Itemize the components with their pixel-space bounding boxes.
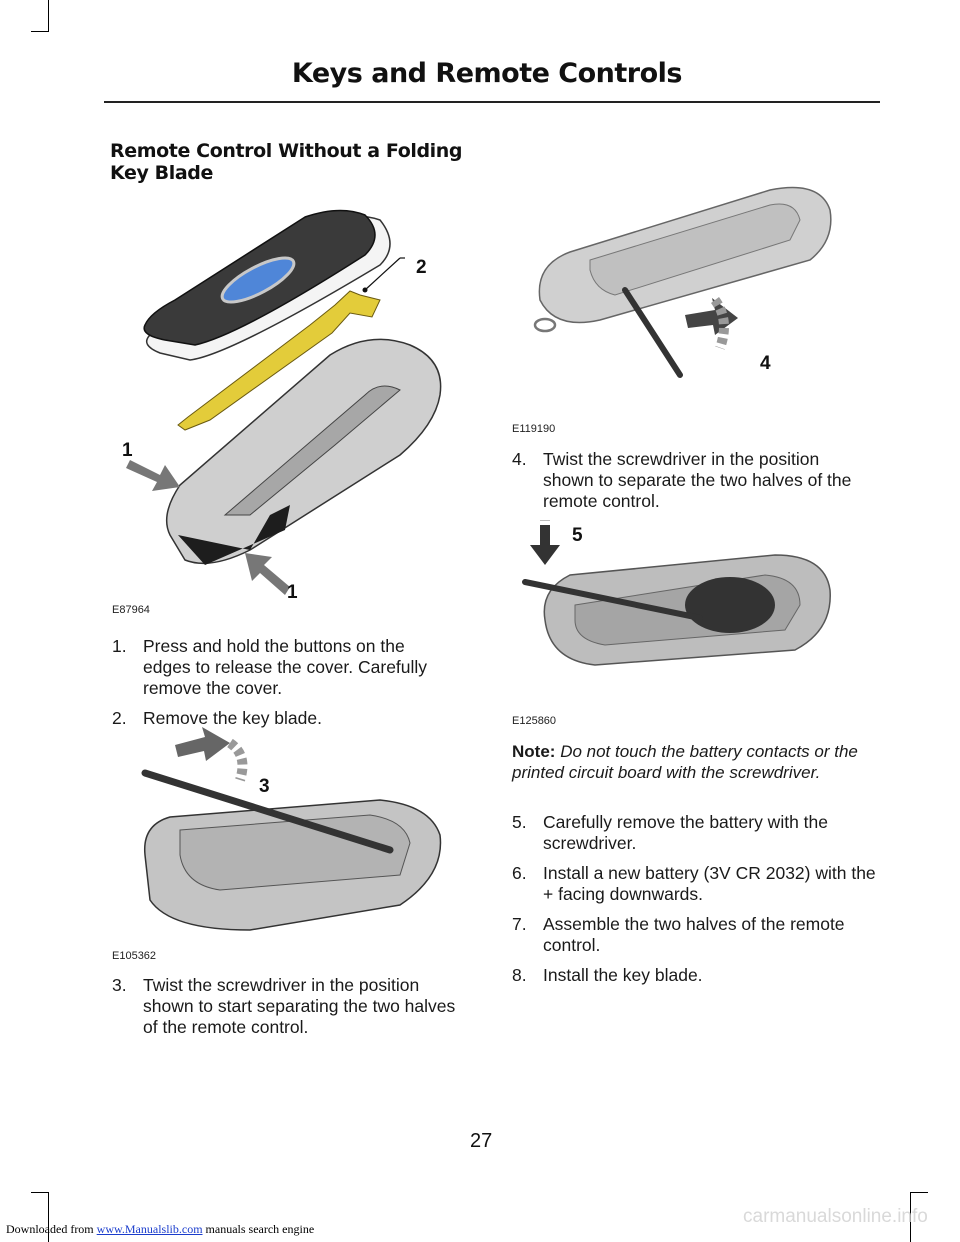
step-item: 8. Install the key blade.: [512, 965, 887, 986]
figure-code: E87964: [112, 604, 150, 616]
steps-list-4: 5. Carefully remove the battery with the …: [512, 812, 887, 995]
step-item: 4. Twist the screwdriver in the position …: [512, 449, 872, 512]
figure-code: E105362: [112, 950, 157, 962]
callout-2: 2: [416, 257, 427, 278]
step-text: Twist the screwdriver in the position sh…: [143, 975, 456, 1037]
crop-mark: [910, 1192, 928, 1193]
callout-4: 4: [760, 353, 771, 374]
manualslib-link[interactable]: www.Manualslib.com: [96, 1222, 203, 1236]
note-text: Do not touch the battery contacts or the…: [512, 742, 858, 782]
steps-list-1: 1. Press and hold the buttons on the edge…: [112, 636, 457, 738]
page-number: 27: [470, 1130, 493, 1152]
step-number: 5.: [512, 812, 527, 832]
step-text: Install a new battery (3V CR 2032) with …: [543, 863, 876, 904]
crop-mark: [48, 0, 49, 32]
step-text: Carefully remove the battery with the sc…: [543, 812, 828, 853]
footer-download-line: Downloaded from www.Manualslib.com manua…: [6, 1222, 314, 1237]
footer-suffix: manuals search engine: [202, 1222, 315, 1236]
figure-code: E119190: [512, 423, 556, 435]
step-item: 6. Install a new battery (3V CR 2032) wit…: [512, 863, 887, 905]
step-number: 1.: [112, 636, 127, 656]
callout-1-left: 1: [122, 440, 133, 461]
note-label: Note:: [512, 742, 556, 761]
crop-mark: [910, 1192, 911, 1242]
ford-oval-logo: [220, 256, 296, 304]
step-item: 5. Carefully remove the battery with the …: [512, 812, 887, 854]
step-text: Remove the key blade.: [143, 708, 322, 728]
step-number: 6.: [512, 863, 527, 883]
callout-5: 5: [572, 525, 583, 546]
step-item: 3. Twist the screwdriver in the position …: [112, 975, 462, 1038]
callout-3: 3: [259, 776, 270, 797]
figure-remote-cover-removal: [110, 195, 480, 615]
step-text: Twist the screwdriver in the position sh…: [543, 449, 852, 511]
section-title: Remote Control Without a Folding Key Bla…: [110, 140, 463, 184]
callout-1-bottom: 1: [287, 582, 298, 603]
step-text: Install the key blade.: [543, 965, 703, 985]
step-number: 4.: [512, 449, 527, 469]
header-rule: [104, 101, 880, 103]
figure-screwdriver-start-separate: [130, 725, 460, 945]
steps-list-3: 4. Twist the screwdriver in the position …: [512, 449, 872, 521]
note: Note: Do not touch the battery contacts …: [512, 741, 882, 783]
footer-prefix: Downloaded from: [6, 1222, 97, 1236]
figure-code: E125860: [512, 715, 557, 727]
figure-remove-battery: [515, 520, 845, 700]
page-header-title: Keys and Remote Controls: [291, 58, 683, 89]
step-item: 7. Assemble the two halves of the remote …: [512, 914, 887, 956]
figure-screwdriver-separate-halves: [520, 170, 840, 400]
crop-mark: [48, 1192, 49, 1242]
step-number: 2.: [112, 708, 127, 728]
step-text: Press and hold the buttons on the edges …: [143, 636, 428, 698]
battery-coin: [685, 577, 775, 633]
watermark-text: carmanualsonline.info: [743, 1206, 928, 1227]
step-text: Assemble the two halves of the remote co…: [543, 914, 845, 955]
step-item: 2. Remove the key blade.: [112, 708, 457, 729]
crop-mark: [31, 31, 49, 32]
step-number: 3.: [112, 975, 127, 995]
step-number: 8.: [512, 965, 527, 985]
step-item: 1. Press and hold the buttons on the edge…: [112, 636, 457, 699]
steps-list-2: 3. Twist the screwdriver in the position …: [112, 975, 462, 1047]
crop-mark: [31, 1192, 49, 1193]
step-number: 7.: [512, 914, 527, 934]
